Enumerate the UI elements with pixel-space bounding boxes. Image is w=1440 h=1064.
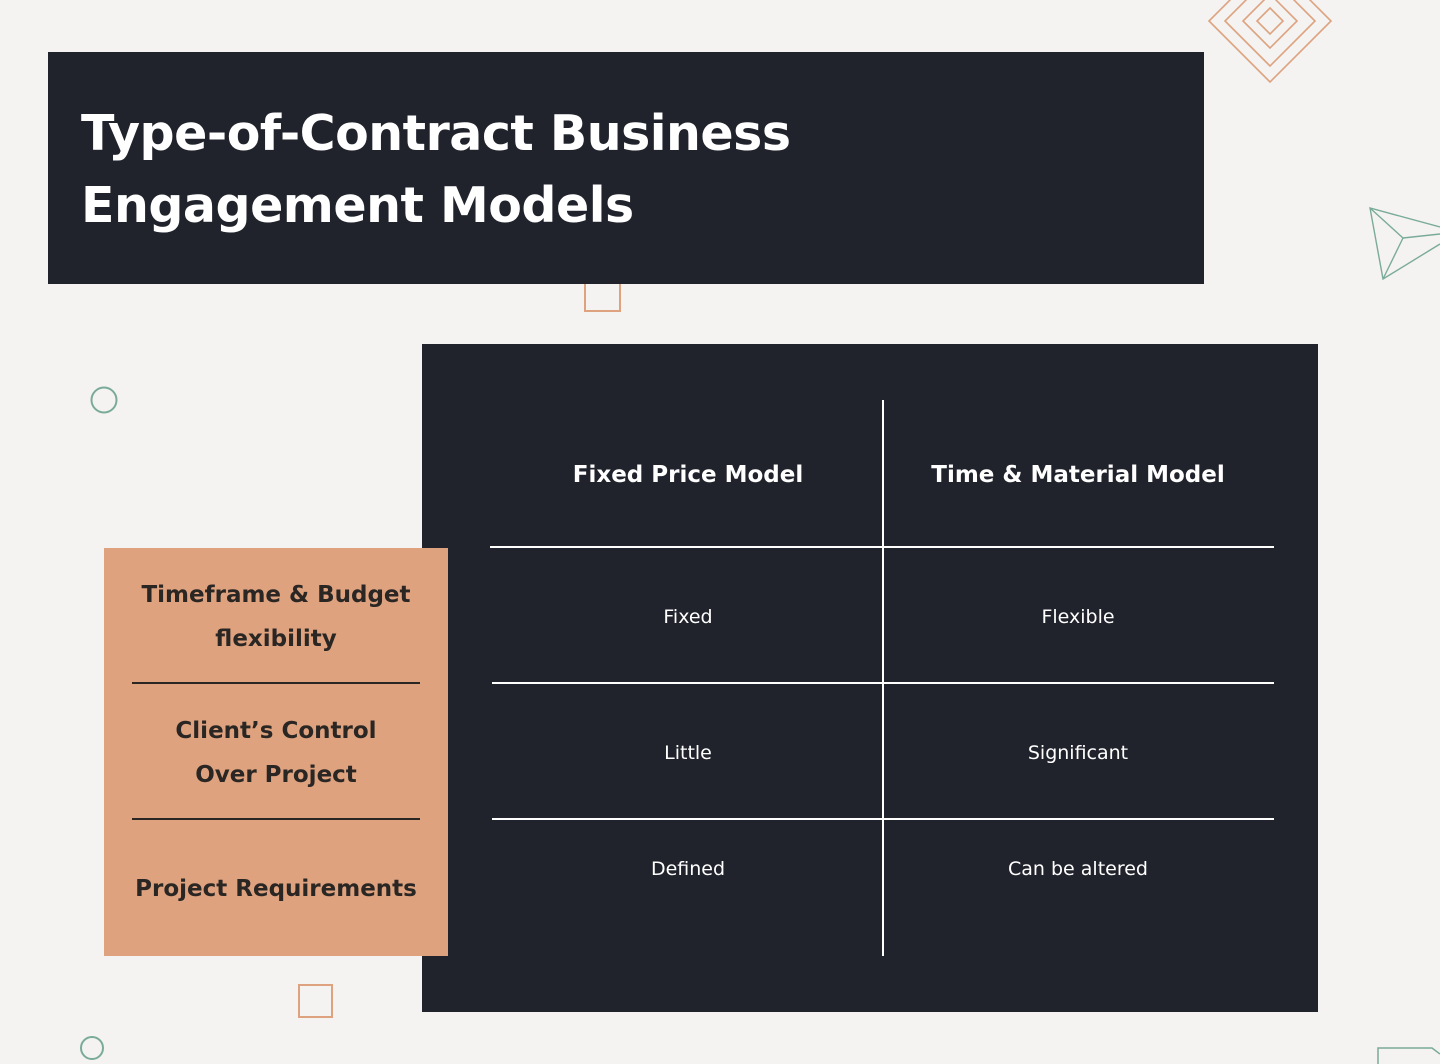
circle-decoration-icon — [80, 1036, 104, 1060]
square-decoration-icon — [298, 984, 333, 1018]
criteria-label-line: Over Project — [195, 762, 357, 788]
circle-decoration-icon — [90, 386, 118, 414]
page-title-line-1: Type-of-Contract Business — [81, 105, 791, 162]
title-banner: Type-of-Contract Business Engagement Mod… — [48, 52, 1204, 284]
column-header-time-material: Time & Material Model — [931, 462, 1225, 488]
triangle-decoration-icon — [1369, 207, 1440, 281]
diamond-decoration-icon — [1207, 0, 1333, 84]
column-divider — [882, 400, 884, 956]
table-cell: Defined — [650, 858, 726, 880]
square-decoration-icon — [1377, 1047, 1440, 1064]
comparison-table: Fixed Price Model Time & Material Model … — [422, 344, 1318, 1012]
criteria-label-line: Timeframe & Budget — [141, 582, 411, 608]
criteria-label-line: Client’s Control — [175, 718, 377, 744]
criteria-panel: Timeframe & Budget flexibility Client’s … — [104, 548, 448, 956]
criteria-label-timeframe-budget: Timeframe & Budget flexibility — [104, 573, 448, 661]
criteria-divider — [132, 818, 420, 820]
column-header-fixed-price: Fixed Price Model — [572, 462, 804, 488]
page-title-line-2: Engagement Models — [81, 177, 634, 234]
table-cell: Significant — [1027, 742, 1129, 764]
table-cell: Little — [664, 742, 712, 764]
table-cell: Fixed — [663, 606, 713, 628]
row-divider — [492, 818, 1274, 820]
page-title: Type-of-Contract Business Engagement Mod… — [81, 98, 791, 242]
table-cell: Can be altered — [1008, 858, 1148, 880]
row-divider — [492, 682, 1274, 684]
criteria-label-line: Project Requirements — [135, 876, 417, 902]
criteria-label-line: flexibility — [215, 626, 337, 652]
criteria-label-project-requirements: Project Requirements — [104, 867, 448, 911]
criteria-label-client-control: Client’s Control Over Project — [104, 709, 448, 797]
criteria-divider — [132, 682, 420, 684]
header-row-divider — [490, 546, 1274, 548]
table-cell: Flexible — [1041, 606, 1115, 628]
square-decoration-icon — [584, 283, 621, 312]
